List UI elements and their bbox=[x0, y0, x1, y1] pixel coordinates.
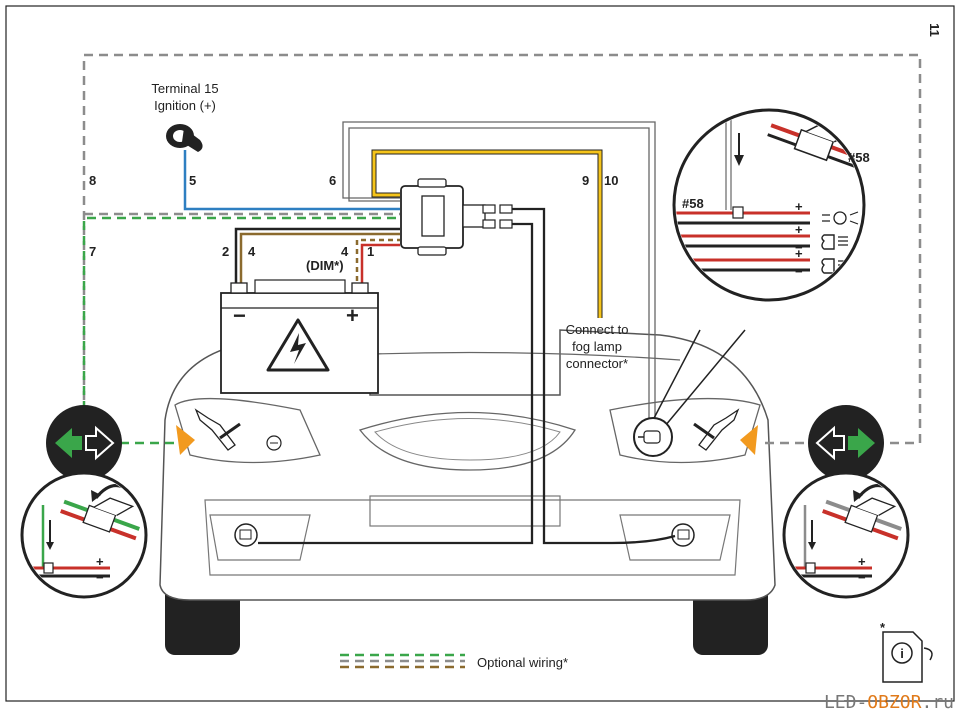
battery-minus-label: − bbox=[233, 303, 246, 328]
battery-plus-label: + bbox=[346, 303, 359, 328]
magnifier-leader-1 bbox=[651, 329, 701, 423]
right-polarity-plus: + bbox=[858, 554, 866, 569]
left-fog-bulb bbox=[239, 529, 252, 540]
right-fog-housing bbox=[619, 514, 731, 561]
info-document-icon bbox=[882, 631, 933, 683]
circuit-58-right-label: #58 bbox=[848, 150, 870, 165]
left-fog-housing bbox=[209, 514, 311, 561]
wire-9-number: 9 bbox=[582, 173, 589, 188]
page-number: 11 bbox=[927, 23, 942, 37]
wire-1-number: 1 bbox=[367, 244, 374, 259]
magnified-bulb-icon bbox=[638, 430, 661, 444]
left-polarity-minus: − bbox=[96, 570, 104, 585]
bumper bbox=[204, 499, 741, 576]
right-fog-bulb bbox=[677, 529, 690, 540]
right-turn-signal bbox=[740, 425, 758, 455]
left-headlight-bulb bbox=[194, 408, 241, 451]
polarity-plus-2: + bbox=[795, 222, 803, 237]
wire-9-10-yellow bbox=[372, 150, 602, 318]
left-turn-signal bbox=[176, 425, 195, 455]
wire-6-inner bbox=[348, 127, 650, 420]
ignition-label: Ignition (+) bbox=[154, 98, 216, 113]
watermark: LED-OBZOR.ru bbox=[824, 692, 954, 713]
wire-4-brown bbox=[239, 232, 400, 290]
right-fog-lamp bbox=[671, 523, 695, 547]
circuit-58-left-label: #58 bbox=[682, 196, 704, 211]
control-module bbox=[400, 178, 486, 256]
polarity-minus-2: − bbox=[795, 240, 803, 255]
wire-8-number: 8 bbox=[89, 173, 96, 188]
grille bbox=[358, 411, 576, 471]
right-turn-arrow-icon bbox=[815, 425, 875, 461]
info-i-glyph: i bbox=[900, 646, 904, 661]
magnifier-detail-circle bbox=[672, 108, 866, 302]
left-polarity-plus: + bbox=[96, 554, 104, 569]
left-indicator-badge bbox=[46, 405, 122, 481]
wire-10-number: 10 bbox=[604, 173, 618, 188]
license-plate-area bbox=[369, 495, 561, 527]
left-turn-arrow-icon bbox=[55, 425, 115, 461]
watermark-part-3: .ru bbox=[921, 692, 954, 713]
fog-output-right-wire bbox=[512, 207, 676, 545]
left-headlight-housing bbox=[174, 397, 321, 464]
car-body bbox=[159, 329, 776, 601]
fog-connect-line-2: fog lamp bbox=[572, 339, 622, 354]
car-front-outline bbox=[159, 329, 776, 655]
grille-inner bbox=[374, 418, 561, 461]
wire-5-number: 5 bbox=[189, 173, 196, 188]
terminal-15-label: Terminal 15 bbox=[151, 81, 218, 96]
page-frame bbox=[5, 5, 955, 702]
wire-4-number: 4 bbox=[248, 244, 256, 259]
wire-6-number: 6 bbox=[329, 173, 336, 188]
fog-output-left-wire bbox=[258, 222, 534, 545]
right-polarity-minus: − bbox=[858, 570, 866, 585]
polarity-plus-1: + bbox=[795, 199, 803, 214]
fog-connect-line-1: Connect to bbox=[566, 322, 629, 337]
left-fog-lamp bbox=[234, 523, 258, 547]
polarity-minus-1: − bbox=[795, 216, 803, 231]
wire-4-dim-dashed bbox=[355, 238, 400, 290]
optional-wiring-legend bbox=[340, 653, 465, 669]
wire-8-path bbox=[82, 53, 922, 445]
wire-4-dim-number: 4 bbox=[341, 244, 349, 259]
wire-5-blue bbox=[183, 150, 400, 211]
polarity-minus-3: − bbox=[795, 264, 803, 279]
left-detail-content bbox=[24, 484, 140, 578]
ignition-key-icon bbox=[166, 124, 203, 152]
dim-label: (DIM*) bbox=[306, 258, 344, 273]
watermark-part-1: LED- bbox=[823, 692, 868, 713]
right-indicator-badge bbox=[808, 405, 884, 481]
battery bbox=[220, 279, 379, 394]
wire-2-number: 2 bbox=[222, 244, 229, 259]
right-headlight-bulb bbox=[693, 408, 740, 451]
legend-label: Optional wiring* bbox=[477, 655, 568, 670]
fog-connect-line-3: connector* bbox=[566, 356, 628, 371]
info-asterisk: * bbox=[880, 620, 886, 635]
wire-6-outer bbox=[342, 121, 656, 420]
watermark-part-2: OBZOR bbox=[867, 692, 922, 713]
module-connectors bbox=[482, 204, 513, 229]
wire-2-black bbox=[234, 227, 400, 290]
wire-7-number: 7 bbox=[89, 244, 96, 259]
magnifier-leader-2 bbox=[659, 329, 746, 433]
polarity-plus-3: + bbox=[795, 246, 803, 261]
left-position-bulb bbox=[266, 435, 282, 451]
wire-1-red bbox=[360, 243, 400, 290]
